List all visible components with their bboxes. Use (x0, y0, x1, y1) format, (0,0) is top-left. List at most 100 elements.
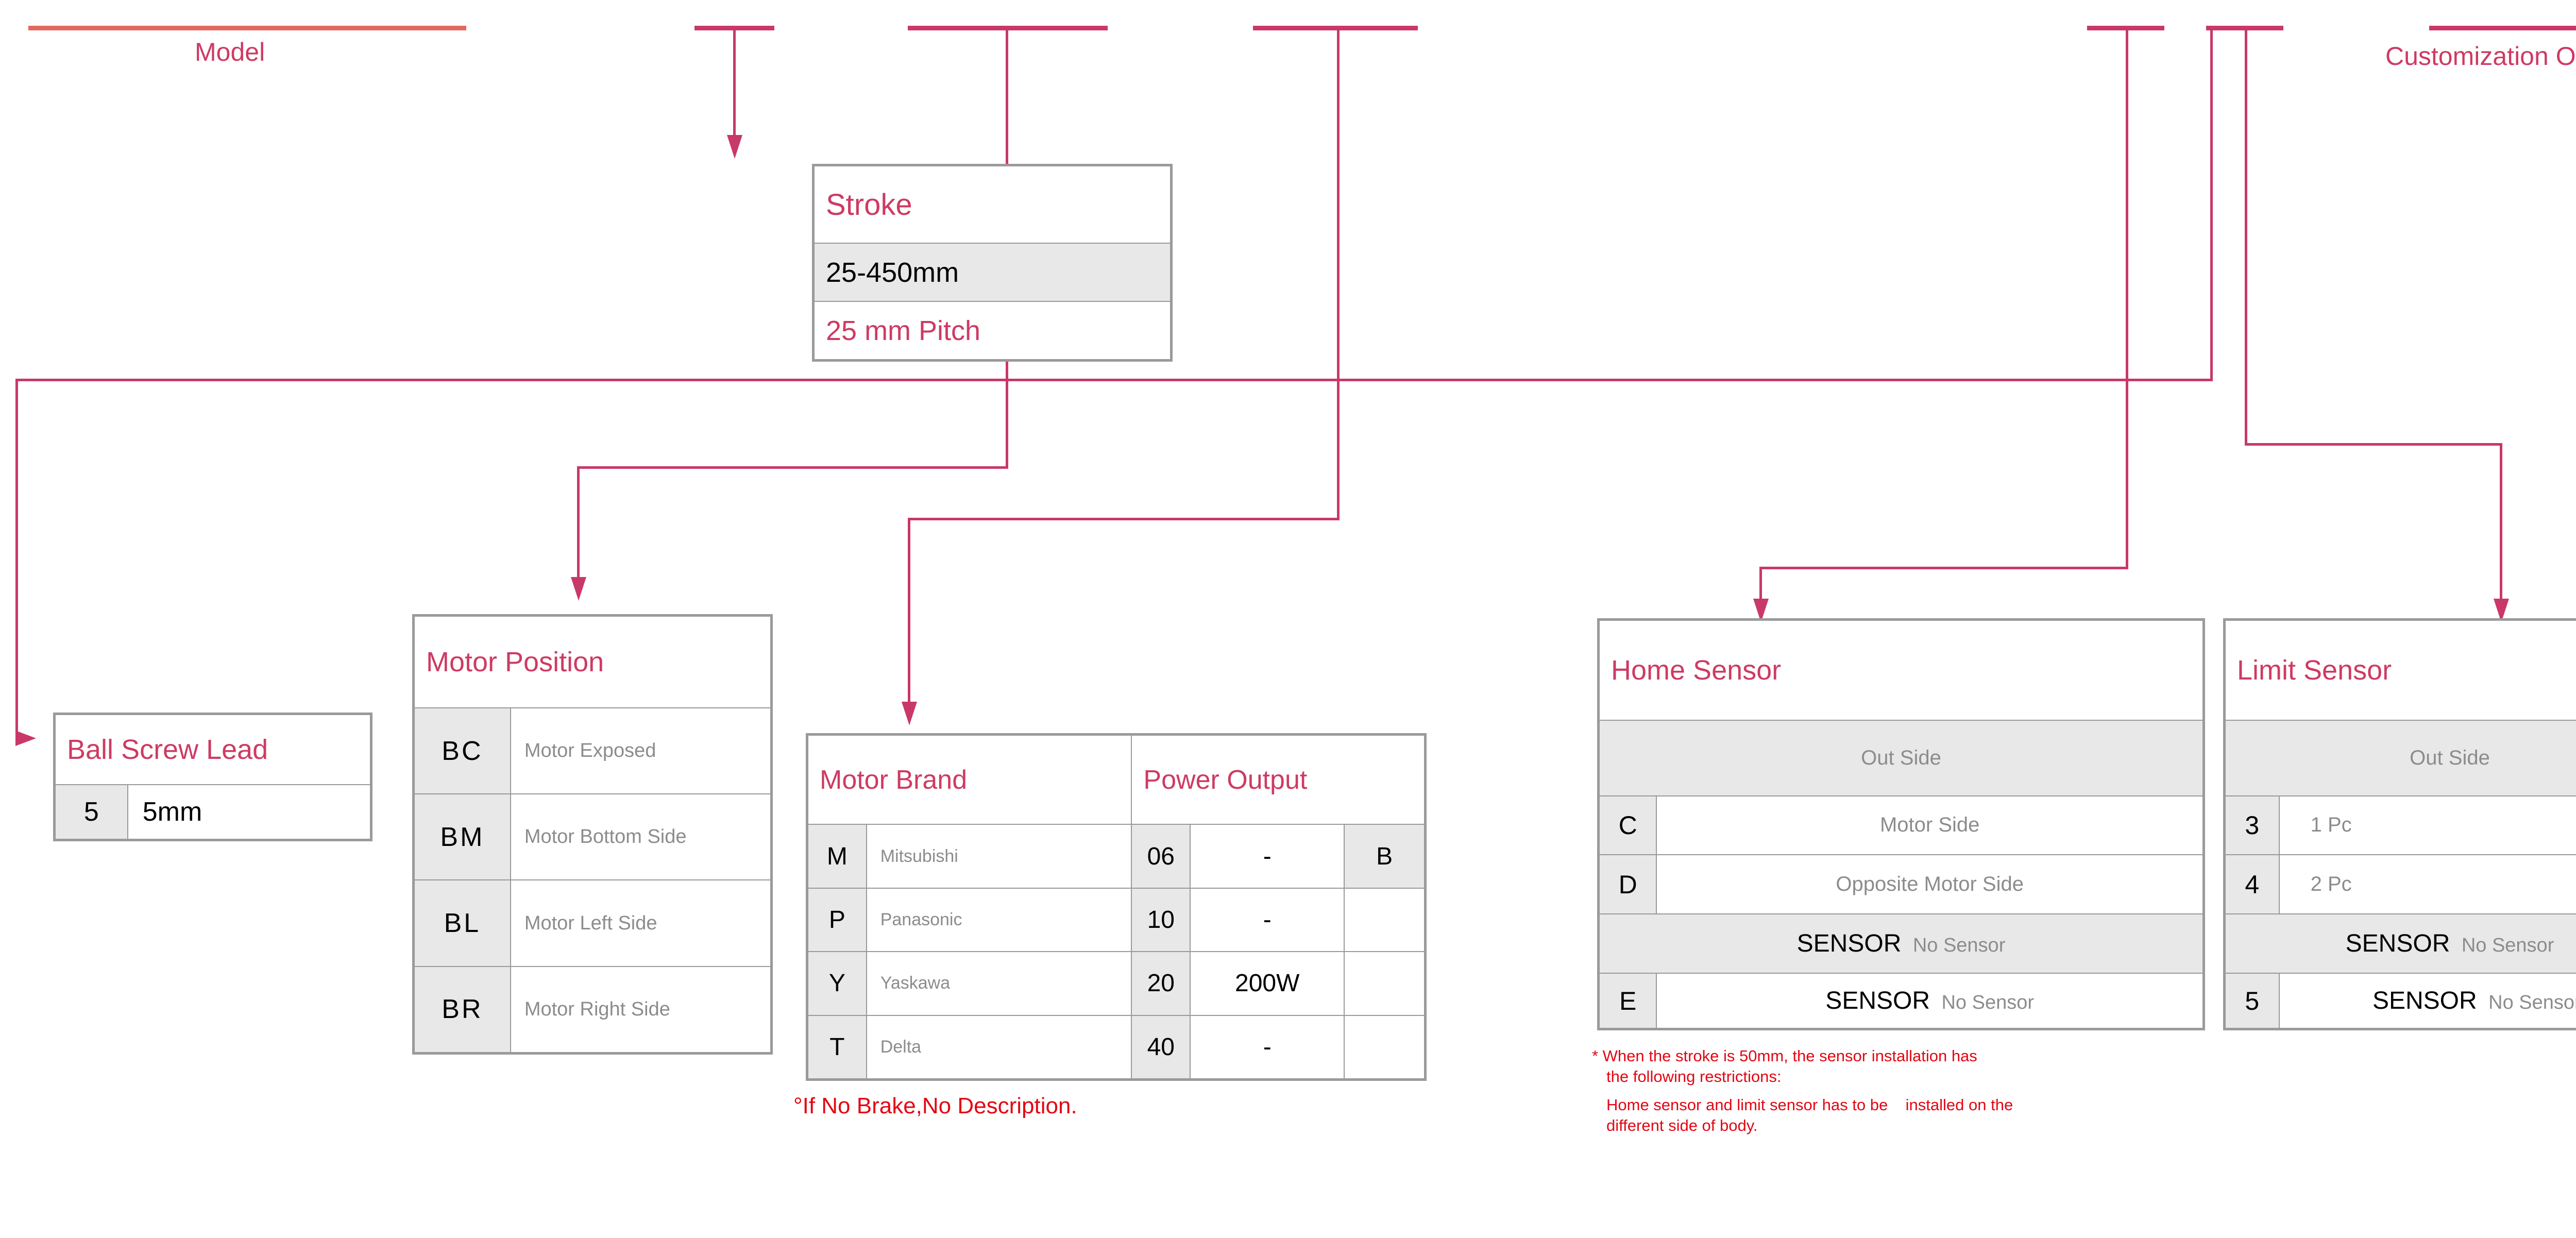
power-output-value: - (1263, 842, 1272, 870)
ball-screw-lead-value: 5mm (142, 796, 202, 827)
leader-ballscrew-arrow (15, 731, 36, 746)
rail-tick-motor-brand (1253, 26, 1418, 30)
motor-position-code: BM (440, 822, 485, 852)
home-sensor-code: D (1618, 870, 1637, 899)
table-row: BC Motor Exposed (414, 707, 772, 795)
home-sensor-last-weak: No Sensor (1941, 992, 2035, 1014)
leader-limitsensor-v2 (2500, 443, 2502, 618)
limit-sensor-table: Limit Sensor Out Side 3 1 Pc 4 2 Pc SENS… (2223, 618, 2576, 1030)
sensor-restriction-note: * When the stroke is 50mm, the sensor in… (1592, 1046, 2013, 1136)
home-sensor-last-strong: SENSOR (1825, 987, 1930, 1015)
power-output-title: Power Output (1143, 765, 1308, 795)
limit-sensor-code: 5 (2245, 986, 2260, 1015)
limit-sensor-last-weak: No Sensor (2488, 992, 2576, 1014)
table-row: M Mitsubishi 06 - B (807, 824, 1425, 889)
motor-brand-code: T (829, 1033, 845, 1061)
limit-sensor-desc: 2 Pc (2310, 873, 2352, 896)
leader-limitsensor-v1 (2245, 26, 2247, 446)
leader-motorpos-arrow (571, 577, 586, 601)
table-row: E SENSOR No Sensor (1598, 973, 2204, 1029)
motor-position-desc: Motor Right Side (524, 998, 670, 1020)
leader-ballscrew-h1 (15, 379, 2213, 381)
table-row: 3 1 Pc (2225, 795, 2576, 856)
sensor-note-line1: * When the stroke is 50mm, the sensor in… (1592, 1047, 1977, 1065)
leader-motorbrand-v1 (1337, 26, 1340, 520)
home-sensor-band-strong: SENSOR (1797, 930, 1902, 958)
home-sensor-desc: Opposite Motor Side (1836, 873, 2024, 896)
motor-brand-name: Panasonic (880, 909, 962, 929)
ball-screw-lead-title: Ball Screw Lead (67, 734, 268, 765)
motor-position-desc: Motor Left Side (524, 912, 657, 934)
motor-brand-code: Y (828, 970, 845, 997)
limit-sensor-code: 4 (2245, 870, 2260, 899)
table-row: P Panasonic 10 - (807, 887, 1425, 953)
table-row: BR Motor Right Side (414, 965, 772, 1054)
table-row: BM Motor Bottom Side (414, 793, 772, 881)
rail-label-model: Model (195, 38, 265, 66)
power-output-code: 10 (1147, 906, 1175, 934)
limit-sensor-outside-label: Out Side (2410, 746, 2490, 769)
stroke-table: Stroke 25-450mm 25 mm Pitch (812, 164, 1173, 362)
home-sensor-code: E (1619, 986, 1637, 1015)
table-row: 4 2 Pc (2225, 854, 2576, 915)
motor-brand-name: Delta (880, 1037, 922, 1057)
power-output-value: - (1263, 1033, 1272, 1061)
limit-sensor-last-strong: SENSOR (2372, 987, 2477, 1015)
power-output-value: 200W (1235, 970, 1300, 997)
table-row: D Opposite Motor Side (1598, 854, 2204, 915)
rail-tick-custom-order (2429, 26, 2576, 30)
motor-position-code: BR (442, 994, 483, 1025)
sensor-note-line4: different side of body. (1606, 1116, 1758, 1135)
home-sensor-desc: Motor Side (1879, 813, 1980, 837)
limit-sensor-code: 3 (2245, 810, 2260, 840)
motor-brand-name: Yaskawa (880, 973, 951, 993)
rail-label-custom-order: Customization Order No. (2385, 42, 2576, 71)
stroke-pitch: 25 mm Pitch (826, 315, 981, 346)
table-row: BL Motor Left Side (414, 879, 772, 967)
home-sensor-band-weak: No Sensor (1912, 935, 2006, 957)
table-row: C Motor Side (1598, 795, 2204, 856)
motor-brand-title: Motor Brand (820, 765, 968, 795)
motor-position-code: BL (444, 908, 481, 939)
motor-position-title: Motor Position (426, 646, 604, 677)
leader-motorbrand-h1 (908, 518, 1340, 520)
power-output-value: - (1263, 906, 1272, 934)
motor-position-desc: Motor Exposed (524, 740, 656, 761)
limit-sensor-band-strong: SENSOR (2345, 930, 2450, 958)
power-output-code: 20 (1147, 970, 1175, 997)
motor-position-desc: Motor Bottom Side (524, 826, 687, 848)
leader-stroke-v (733, 26, 736, 147)
sensor-note-line2: the following restrictions: (1606, 1067, 1782, 1086)
motor-brand-code: P (828, 906, 845, 934)
table-row: 5 5mm (55, 784, 371, 840)
home-sensor-title: Home Sensor (1611, 655, 1782, 686)
brake-code: B (1376, 842, 1393, 870)
home-sensor-table: Home Sensor Out Side C Motor Side D Oppo… (1597, 618, 2205, 1030)
table-row: Y Yaskawa 20 200W (807, 951, 1425, 1016)
leader-stroke-arrow (727, 135, 742, 159)
motor-brand-table: Motor Brand Power Output M Mitsubishi 06… (806, 733, 1427, 1081)
limit-sensor-title: Limit Sensor (2237, 655, 2392, 686)
sensor-note-line3: Home sensor and limit sensor has to be i… (1606, 1096, 2013, 1114)
leader-motorbrand-v2 (908, 518, 910, 714)
rail-tick-model (28, 26, 466, 30)
leader-motorbrand-arrow (902, 702, 917, 725)
leader-ballscrew-v2 (15, 379, 18, 738)
motor-brand-code: M (826, 842, 848, 870)
stroke-title: Stroke (826, 188, 912, 222)
home-sensor-code: C (1618, 810, 1637, 840)
brake-note: °If No Brake,No Description. (793, 1093, 1077, 1118)
stroke-range: 25-450mm (826, 257, 959, 288)
ball-screw-lead-code: 5 (83, 796, 99, 827)
leader-homesensor-v2 (1759, 567, 1762, 618)
ball-screw-lead-table: Ball Screw Lead 5 5mm (53, 713, 372, 841)
table-row: T Delta 40 - (807, 1014, 1425, 1080)
limit-sensor-desc: 1 Pc (2310, 813, 2352, 837)
leader-homesensor-v1 (2126, 26, 2128, 569)
motor-position-table: Motor Position BC Motor Exposed BM Motor… (412, 614, 773, 1055)
home-sensor-outside-label: Out Side (1861, 746, 1941, 769)
power-output-code: 40 (1147, 1033, 1175, 1061)
power-output-code: 06 (1147, 842, 1175, 870)
table-row: 5 SENSOR No Sensor (2225, 973, 2576, 1029)
limit-sensor-band-weak: No Sensor (2461, 935, 2554, 957)
